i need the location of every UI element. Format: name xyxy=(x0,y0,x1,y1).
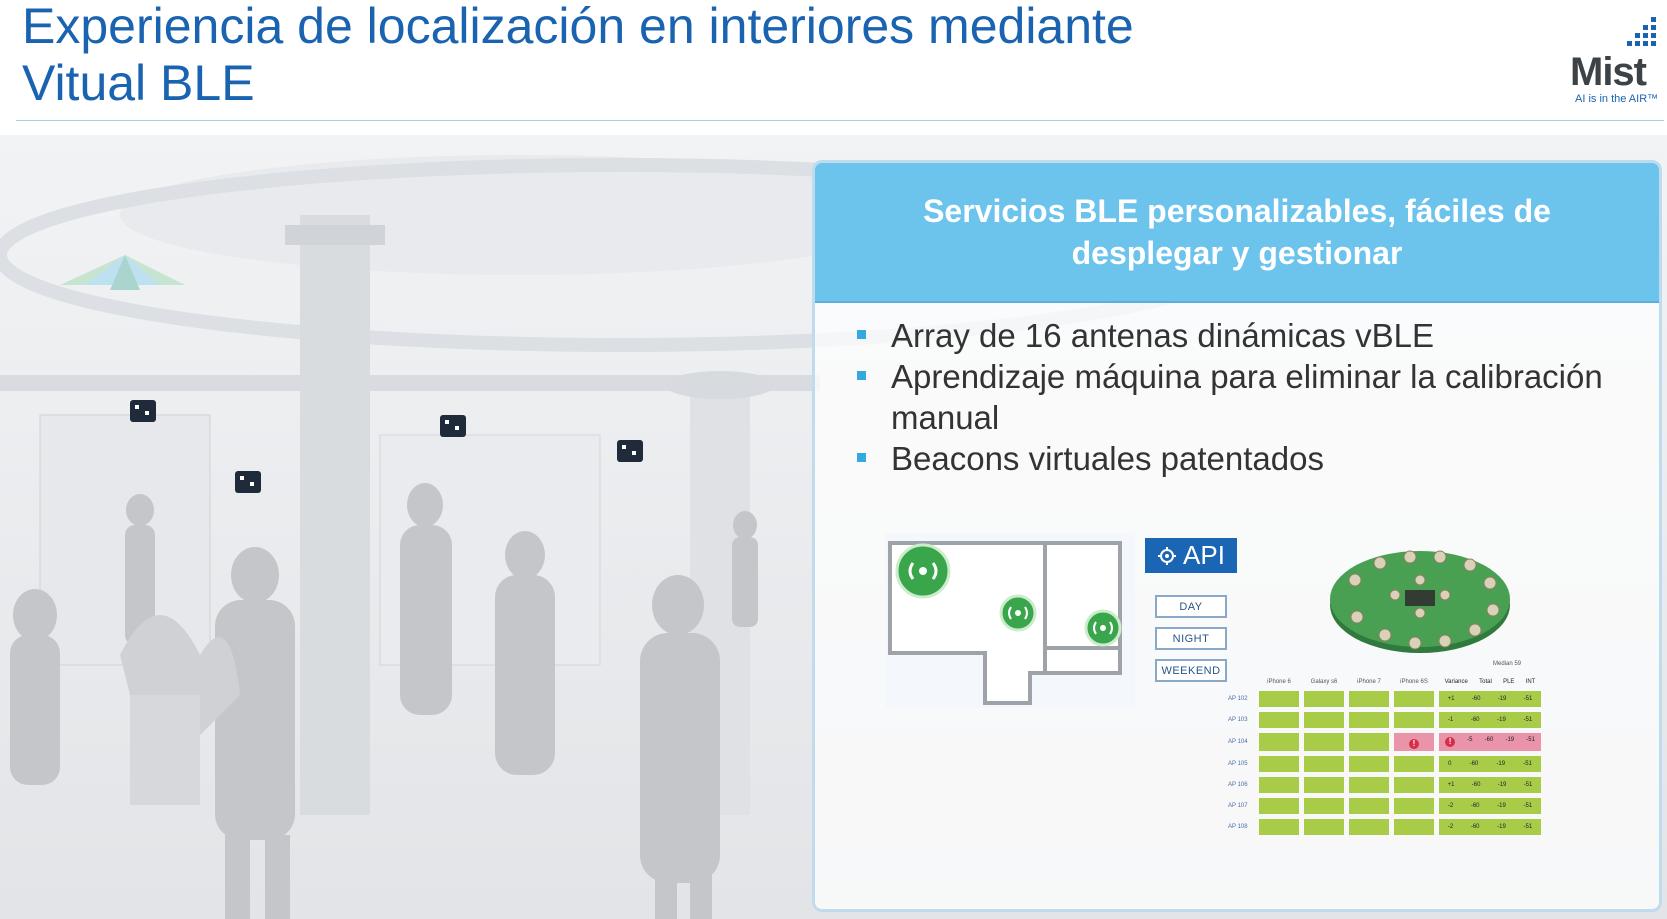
ap-label: AP 105 xyxy=(1228,761,1248,767)
feature-text: Beacons virtuales patentados xyxy=(891,440,1324,477)
device-cell xyxy=(1259,691,1299,707)
device-cell: ! xyxy=(1394,733,1434,751)
feature-item: Aprendizaje máquina para eliminar la cal… xyxy=(855,356,1635,438)
device-cell xyxy=(1259,733,1299,751)
rssi-table-body: AP 102 +1-60-19-51 AP 103 -1-60-19-51 AP 104… xyxy=(1228,691,1541,835)
device-cell xyxy=(1259,756,1299,772)
device-cell xyxy=(1304,691,1344,707)
feature-text: Array de 16 antenas dinámicas vBLE xyxy=(891,317,1434,354)
device-cell xyxy=(1394,756,1434,772)
stats-cell: -2-60-19-51 xyxy=(1439,798,1541,814)
column-header: Galaxy s6 xyxy=(1310,679,1338,685)
device-cell xyxy=(1304,712,1344,728)
beacon-icon xyxy=(999,594,1037,632)
device-cell xyxy=(1394,798,1434,814)
stats-cell: !-5-60-19-51 xyxy=(1439,733,1541,751)
table-row: AP 106 +1-60-19-51 xyxy=(1228,777,1541,793)
mist-logo: Mist AI is in the AIR™ xyxy=(1565,15,1667,110)
stats-cell: 0-60-19-51 xyxy=(1439,756,1541,772)
bullet-square-icon xyxy=(857,453,866,462)
column-header: iPhone 6 xyxy=(1267,679,1291,685)
ap-label: AP 103 xyxy=(1228,717,1248,723)
stats-cell: -2-60-19-51 xyxy=(1439,819,1541,835)
table-row: AP 105 0-60-19-51 xyxy=(1228,756,1541,772)
ble-services-panel: Servicios BLE personalizables, fáciles d… xyxy=(812,160,1662,912)
stats-cell: -1-60-19-51 xyxy=(1439,712,1541,728)
device-cell xyxy=(1304,733,1344,751)
device-cell xyxy=(1349,777,1389,793)
device-cell xyxy=(1304,756,1344,772)
schedule-night-button[interactable]: NIGHT xyxy=(1155,627,1227,650)
table-row: AP 108 -2-60-19-51 xyxy=(1228,819,1541,835)
device-cell xyxy=(1349,756,1389,772)
device-cell xyxy=(1259,777,1299,793)
schedule-day-button[interactable]: DAY xyxy=(1155,595,1227,618)
title-divider xyxy=(16,120,1664,121)
logo-dots-icon xyxy=(1627,17,1656,46)
stats-cell: +1-60-19-51 xyxy=(1439,777,1541,793)
device-cell xyxy=(1394,819,1434,835)
beacon-icon xyxy=(1084,609,1122,647)
feature-list: Array de 16 antenas dinámicas vBLE Apren… xyxy=(855,315,1635,479)
ap-label: AP 108 xyxy=(1228,824,1248,830)
device-cell xyxy=(1304,798,1344,814)
device-cell xyxy=(1394,691,1434,707)
logo-wordmark: Mist xyxy=(1570,50,1647,94)
warning-icon: ! xyxy=(1409,739,1419,749)
stats-header: Variance Total PLE INT xyxy=(1444,679,1536,685)
device-cell xyxy=(1304,777,1344,793)
device-cell xyxy=(1349,712,1389,728)
column-header: iPhone 6S xyxy=(1400,679,1428,685)
antenna-array-board-image xyxy=(1330,550,1510,653)
slide-title: Experiencia de localización en interiore… xyxy=(22,0,1402,112)
api-badge: API xyxy=(1145,538,1237,573)
device-cell xyxy=(1259,798,1299,814)
device-cell xyxy=(1394,777,1434,793)
device-cell xyxy=(1349,819,1389,835)
device-cell xyxy=(1394,712,1434,728)
feature-text: Aprendizaje máquina para eliminar la cal… xyxy=(891,358,1603,436)
schedule-weekend-button[interactable]: WEEKEND xyxy=(1155,659,1227,682)
warning-icon: ! xyxy=(1445,737,1456,747)
bullet-square-icon xyxy=(857,330,866,339)
device-cell xyxy=(1349,691,1389,707)
column-header: iPhone 7 xyxy=(1357,679,1381,685)
ap-label: AP 107 xyxy=(1228,803,1248,809)
device-cell xyxy=(1349,798,1389,814)
device-cell xyxy=(1259,819,1299,835)
device-cell xyxy=(1259,712,1299,728)
bullet-square-icon xyxy=(857,371,866,380)
table-row: AP 103 -1-60-19-51 xyxy=(1228,712,1541,728)
title-line-1: Experiencia de localización en interiore… xyxy=(22,0,1134,54)
device-cell xyxy=(1349,733,1389,751)
feature-item: Array de 16 antenas dinámicas vBLE xyxy=(855,315,1635,356)
rssi-table: iPhone 6 Galaxy s6 iPhone 7 iPhone 6S Va… xyxy=(1223,673,1546,840)
api-label: API xyxy=(1183,540,1225,570)
stats-cell: +1-60-19-51 xyxy=(1439,691,1541,707)
table-row: AP 104!!-5-60-19-51 xyxy=(1228,733,1541,751)
beacon-icon xyxy=(895,543,951,599)
gear-icon xyxy=(1158,546,1177,565)
panel-heading: Servicios BLE personalizables, fáciles d… xyxy=(923,193,1551,271)
logo-tagline: AI is in the AIR™ xyxy=(1575,93,1659,105)
ap-label: AP 104 xyxy=(1228,739,1248,745)
median-label: Median 59 xyxy=(1493,661,1522,667)
device-cell xyxy=(1304,819,1344,835)
title-line-2: Vitual BLE xyxy=(22,55,255,111)
table-row: AP 107 -2-60-19-51 xyxy=(1228,798,1541,814)
floorplan-illustration xyxy=(885,533,1135,708)
ap-label: AP 102 xyxy=(1228,696,1248,702)
ap-label: AP 106 xyxy=(1228,782,1248,788)
feature-item: Beacons virtuales patentados xyxy=(855,438,1635,479)
device-rssi-table: Median 59 iPhone 6 Galaxy s6 iPhone 7 iP… xyxy=(1223,661,1603,840)
panel-header: Servicios BLE personalizables, fáciles d… xyxy=(815,163,1659,303)
table-row: AP 102 +1-60-19-51 xyxy=(1228,691,1541,707)
